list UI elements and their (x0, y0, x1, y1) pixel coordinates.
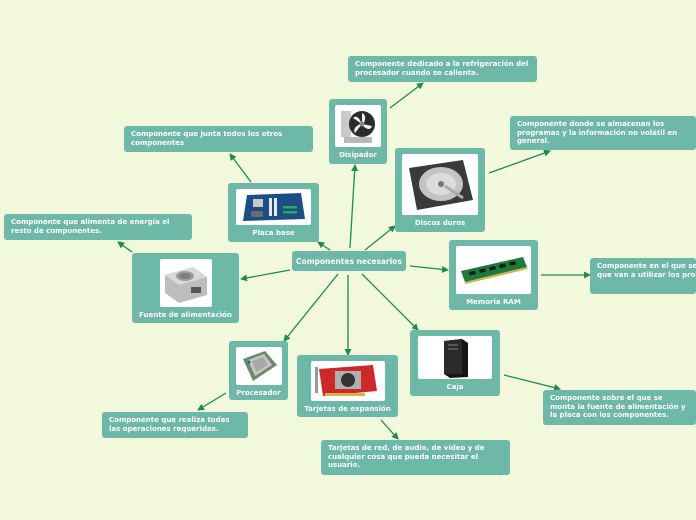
desc-disipador[interactable]: Componente dedicado a la refrigeración d… (348, 56, 537, 82)
cpu-fan-icon (341, 111, 375, 143)
hard-drive-icon (409, 159, 473, 210)
ram-image (456, 246, 531, 294)
arrow-fuente-desc (117, 241, 133, 253)
arrow-center-ram (409, 265, 449, 273)
arrow-center-placa (317, 241, 331, 251)
desc-tarjetas-expansion[interactable]: Tarjetas de red, de audio, de vídeo y de… (321, 440, 510, 475)
label-procesador: Procesador (236, 389, 281, 397)
power-supply-icon (164, 267, 207, 303)
node-discos-duros[interactable]: Discos duros (395, 148, 485, 232)
arrow-tarjetas-desc (380, 419, 399, 440)
arrow-discos-desc (488, 149, 551, 174)
desc-memoria-ram[interactable]: Componente en el que se guarda la inform… (590, 258, 696, 294)
label-caja: Caja (446, 383, 464, 391)
desc-memoria-ram-text: Componente en el que se guarda la inform… (597, 262, 696, 279)
arrow-placa-desc (229, 153, 252, 183)
label-memoria-ram: Memoria RAM (466, 298, 521, 306)
center-node[interactable]: Componentes necesarios (292, 251, 406, 271)
label-disipador: Disipador (339, 151, 377, 159)
arrow-disipador-desc (389, 82, 424, 109)
ram-module-icon (460, 257, 528, 284)
arrow-center-caja (361, 273, 419, 331)
desc-fuente-alimentacion[interactable]: Componente que alimenta de energía el re… (4, 214, 192, 240)
hard-drive-image (402, 154, 478, 215)
arrow-center-disipador (349, 164, 359, 249)
label-discos-duros: Discos duros (414, 219, 466, 227)
desc-discos-duros[interactable]: Componente donde se almacenan los progra… (510, 116, 696, 150)
node-fuente-alimentacion[interactable]: Fuente de alimentación (132, 253, 239, 323)
desc-caja[interactable]: Componente sobre el que se monta la fuen… (543, 390, 696, 425)
arrow-center-procesador (283, 273, 339, 342)
motherboard-image (236, 189, 311, 225)
label-placa-base: Placa base (252, 229, 295, 237)
motherboard-icon (242, 193, 305, 221)
cpu-image (235, 347, 282, 385)
desc-placa-base[interactable]: Componente que junta todos los otros com… (124, 126, 313, 152)
node-tarjetas-expansion[interactable]: Tarjetas de expansión (297, 355, 398, 417)
node-disipador[interactable]: Disipador (329, 99, 387, 164)
node-memoria-ram[interactable]: Memoria RAM (449, 240, 538, 310)
graphics-card-icon (314, 365, 377, 396)
label-fuente-alimentacion: Fuente de alimentación (139, 311, 232, 319)
cpu-fan-image (335, 105, 381, 147)
pc-case-image (418, 336, 492, 379)
pc-case-icon (444, 338, 468, 378)
arrow-center-fuente (240, 269, 291, 282)
power-supply-image (159, 259, 212, 307)
arrow-center-discos (364, 225, 396, 251)
label-tarjetas-expansion: Tarjetas de expansión (304, 405, 391, 413)
node-caja[interactable]: Caja (410, 330, 500, 396)
cpu-chip-icon (242, 351, 277, 381)
arrow-caja-desc (503, 374, 561, 391)
graphics-card-image (310, 361, 385, 401)
node-placa-base[interactable]: Placa base (228, 183, 319, 242)
node-procesador[interactable]: Procesador (229, 341, 288, 400)
arrow-procesador-desc (197, 392, 227, 411)
center-label: Componentes necesarios (296, 256, 402, 266)
desc-procesador[interactable]: Componente que realiza todas las operaci… (102, 412, 248, 438)
